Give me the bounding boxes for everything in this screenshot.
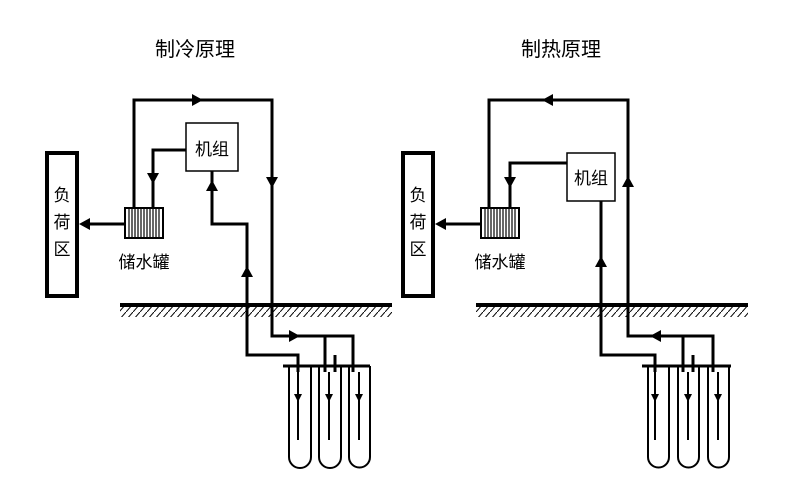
cooling-title: 制冷原理: [155, 37, 235, 61]
heating-top-arrow-icon: [542, 94, 553, 106]
cooling-borehole-3: [348, 372, 371, 469]
heating-borehole-3: [707, 372, 730, 469]
cooling-ground-hatch: [120, 306, 392, 317]
cooling-unit-label: 机组: [195, 140, 229, 160]
heating-load-arrow-icon: [435, 218, 446, 230]
heating-arrows: [504, 94, 661, 342]
heating-riser-arrow-icon: [595, 256, 607, 267]
cooling-tank-label: 储水罐: [119, 253, 170, 273]
cooling-tank-inlet-arrow-icon: [147, 173, 159, 184]
heating-borehole-1: [647, 372, 670, 469]
heating-panel: 制热原理 负 荷 区 储水罐 机组: [401, 37, 748, 469]
heating-unit-box: [566, 152, 616, 202]
heating-tank-label: 储水罐: [475, 253, 526, 273]
cooling-load-zone-box: [45, 151, 79, 298]
heating-load-zone-box: [401, 151, 435, 298]
cooling-borehole-arrows: [294, 394, 363, 402]
heating-borehole-2: [677, 372, 700, 469]
heating-ground-hatch: [476, 306, 748, 317]
cooling-header-arrow-icon: [289, 330, 300, 342]
cooling-borehole-1: [288, 372, 312, 469]
cooling-unit-inlet-arrow-icon: [206, 180, 218, 191]
heating-unit-label: 机组: [574, 169, 608, 189]
cooling-borehole-2: [318, 372, 342, 469]
heating-load-char-3: 区: [410, 240, 427, 260]
heating-load-char-1: 负: [410, 186, 427, 206]
cooling-load-char-1: 负: [54, 186, 71, 206]
cooling-load-arrow-icon: [79, 218, 90, 230]
cooling-arrows: [147, 94, 300, 342]
heating-tank-coil: [484, 208, 516, 238]
heating-pipes: [487, 98, 715, 372]
heating-borehole-arrows: [651, 394, 722, 402]
heating-tank-inlet-arrow-icon: [504, 177, 516, 188]
cooling-tank-coil: [128, 208, 160, 238]
cooling-load-char-3: 区: [54, 240, 71, 260]
heating-right-up-arrow-icon: [622, 176, 634, 187]
heating-title: 制热原理: [521, 37, 601, 61]
cooling-top-arrow-icon: [192, 94, 203, 106]
cooling-riser-arrow-icon: [241, 266, 253, 277]
heating-header-arrow-icon: [650, 330, 661, 342]
heating-boreholes: [642, 364, 731, 469]
heating-load-char-2: 荷: [410, 213, 427, 233]
cooling-boreholes: [283, 364, 371, 469]
cooling-load-char-2: 荷: [54, 213, 71, 233]
cooling-panel: 制冷原理 负 荷 区 储水罐 机组: [45, 37, 392, 469]
cooling-pipes: [132, 98, 355, 372]
cooling-right-down-arrow-icon: [266, 177, 278, 188]
